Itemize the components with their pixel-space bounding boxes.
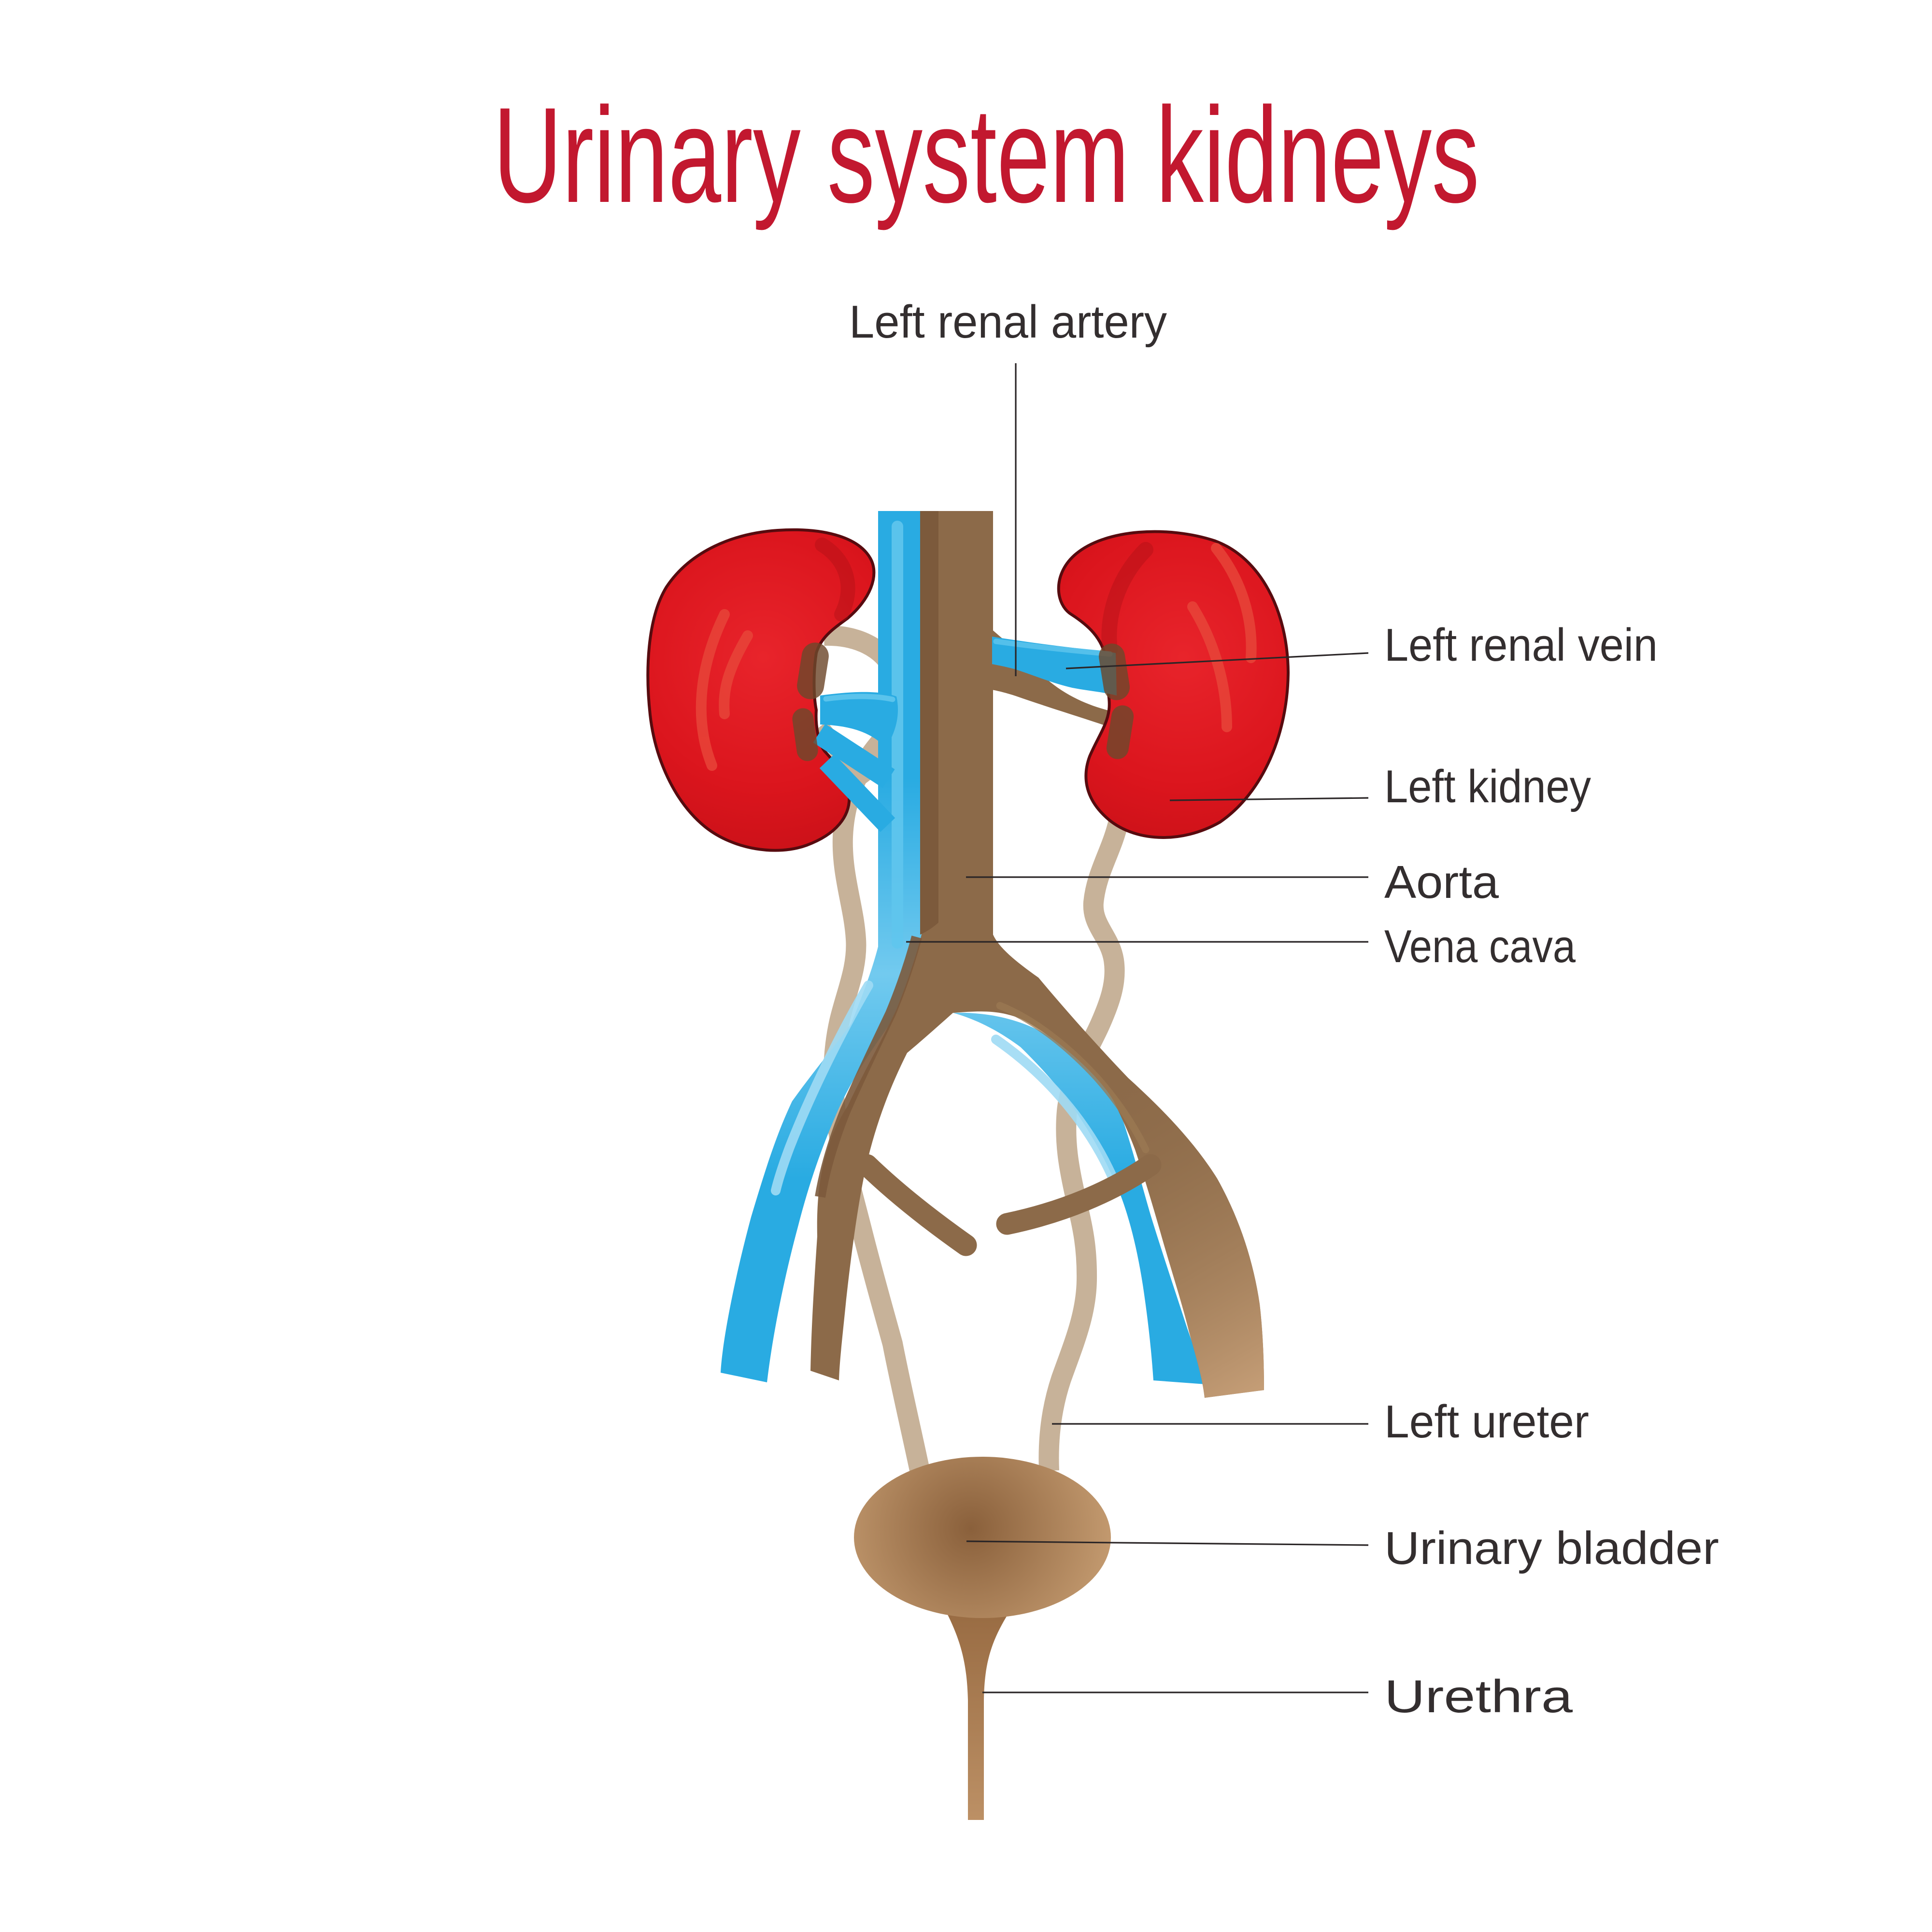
svg-text:Aorta: Aorta: [1384, 856, 1499, 908]
svg-text:Left ureter: Left ureter: [1384, 1396, 1589, 1448]
svg-text:Vena cava: Vena cava: [1384, 921, 1576, 972]
svg-text:Left renal artery: Left renal artery: [849, 296, 1167, 348]
svg-text:Left kidney: Left kidney: [1384, 761, 1591, 812]
svg-text:Urinary bladder: Urinary bladder: [1384, 1522, 1719, 1574]
svg-text:Urinary system kidneys: Urinary system kidneys: [493, 79, 1479, 231]
svg-text:Left renal vein: Left renal vein: [1384, 619, 1658, 671]
svg-text:Urethra: Urethra: [1384, 1671, 1573, 1722]
